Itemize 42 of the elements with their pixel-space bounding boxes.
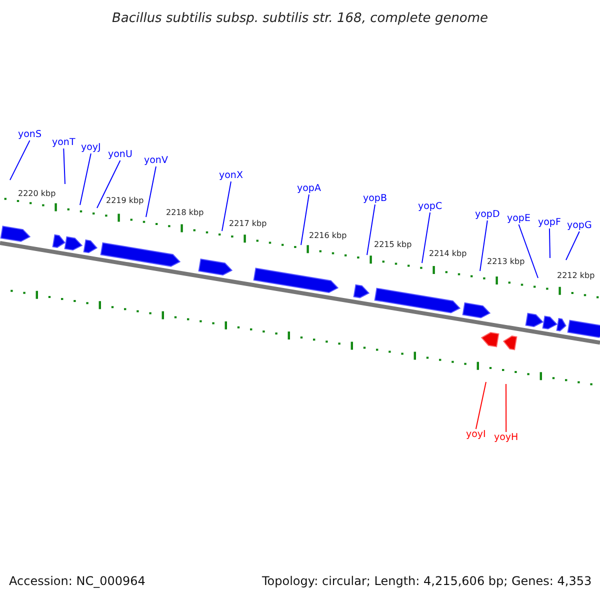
footer-text: Topology: circular; Length: 4,215,606 bp; Genes: 4,353: [262, 575, 592, 587]
leader-line: [506, 384, 507, 432]
scale-label: 2215 kbp: [374, 241, 412, 249]
gene-label: yopC: [418, 202, 442, 212]
gene-label: yoyJ: [81, 143, 101, 152]
gene-label: yonS: [18, 130, 42, 140]
leader-line: [80, 153, 92, 206]
scale-label: 2217 kbp: [229, 220, 267, 228]
title: Bacillus subtilis subsp. subtilis str. 168, complete genome: [110, 12, 490, 25]
scale-label: 2216 kbp: [309, 232, 347, 240]
gene-label: yonV: [144, 156, 168, 166]
gene-label: yopD: [475, 210, 500, 220]
gene-label: yopB: [363, 194, 387, 204]
scale-label: 2213 kbp: [487, 258, 525, 266]
scale-label: 2220 kbp: [18, 190, 56, 198]
gene-label: yoyI: [466, 430, 486, 440]
leader-line: [566, 231, 580, 260]
leader-line: [63, 148, 66, 184]
leader-line: [96, 160, 121, 208]
scale-label: 2212 kbp: [557, 272, 595, 280]
leader-line: [422, 212, 431, 264]
gene-label: yopA: [297, 184, 321, 194]
footer-text: Accession: NC_000964: [9, 575, 146, 587]
gene-label: yoyH: [494, 433, 518, 442]
leader-line: [518, 224, 538, 278]
leader-line: [480, 220, 488, 272]
scale-label: 2219 kbp: [106, 197, 144, 205]
gene-label: yonU: [108, 150, 132, 160]
scale-label: 2214 kbp: [429, 250, 467, 258]
gene-label: yopE: [507, 214, 530, 224]
leader-line: [548, 228, 550, 258]
gene-label: yonX: [219, 171, 243, 180]
gene-label: yopF: [538, 218, 561, 228]
leader-line: [10, 140, 30, 180]
leader-line: [475, 382, 486, 430]
leader-line: [222, 181, 232, 232]
leader-line: [146, 166, 156, 218]
scale-label: 2218 kbp: [166, 209, 204, 217]
gene-label: yopG: [567, 221, 592, 230]
gene-label: yonT: [52, 138, 76, 148]
leader-line: [300, 194, 310, 246]
leader-line: [366, 204, 376, 256]
